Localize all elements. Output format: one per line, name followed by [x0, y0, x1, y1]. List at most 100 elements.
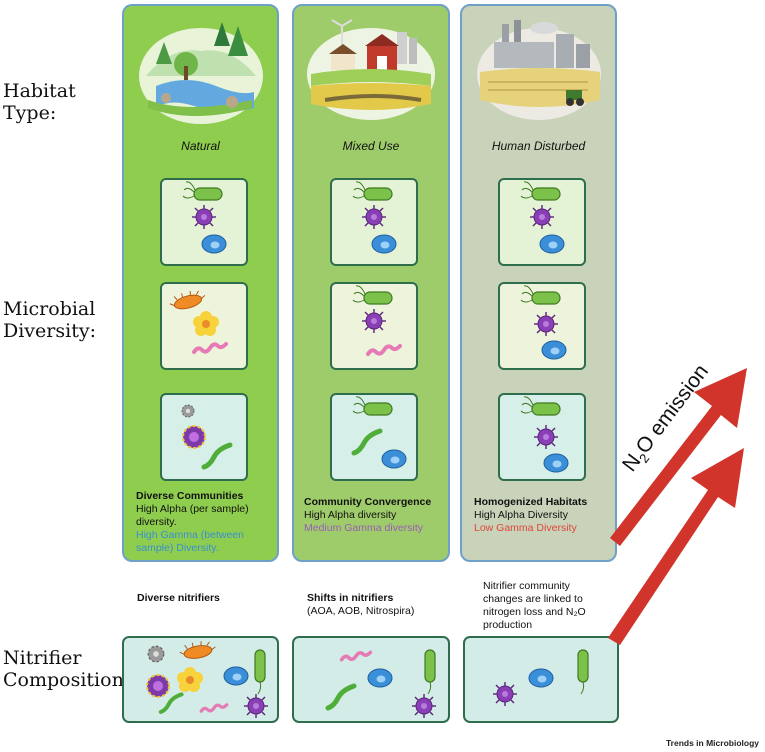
virus-icon [529, 204, 555, 230]
ringed-microbe-icon [182, 425, 206, 449]
gamma-diversity-text: Low Gamma Diversity [474, 522, 577, 534]
microbe-group [181, 404, 246, 479]
diversity-sample-3 [330, 393, 418, 481]
blue-cell-icon [539, 234, 565, 254]
green-rod-icon [424, 649, 436, 695]
diversity-description: Community Convergence High Alpha diversi… [304, 496, 450, 535]
pink-spirillum-icon [192, 342, 228, 354]
virus-icon [191, 204, 217, 230]
blue-cell-icon [541, 340, 567, 360]
yellow-microbe-icon [193, 311, 219, 336]
nitrifier-box-mixed-use [292, 636, 450, 723]
rod-bacterium-icon [352, 181, 393, 201]
microbial-diversity-line1: Microbial [3, 298, 96, 320]
nitrifier-composition-line2: Composition: [3, 669, 131, 691]
diversity-description: Diverse Communities High Alpha (per samp… [136, 490, 281, 555]
microbe-group [167, 287, 228, 354]
virus-icon [411, 693, 437, 719]
diversity-description: Homogenized Habitats High Alpha Diversit… [474, 496, 618, 535]
habitat-type-label: Habitat Type: [3, 80, 76, 124]
green-rod-icon [577, 649, 589, 695]
nitrifier-label-text: Shifts in nitrifiers [307, 592, 394, 604]
diversity-sample-2 [330, 282, 418, 370]
virus-icon [361, 204, 387, 230]
rod-bacterium-icon [520, 181, 561, 201]
lower-arrow-icon [608, 448, 744, 645]
microbial-diversity-label: Microbial Diversity: [3, 298, 96, 342]
nitrifier-label-line3: nitrogen loss and N₂O [483, 606, 586, 618]
blue-cell-icon [381, 449, 407, 469]
natural-landscape-illustration [138, 22, 263, 124]
journal-credit: Trends in Microbiology [665, 738, 759, 748]
industrial-landscape-illustration [476, 20, 601, 120]
nitrifier-label-line2: changes are linked to [483, 593, 583, 605]
nitrifier-microbes [492, 649, 589, 707]
pink-spirillum-icon [366, 344, 402, 356]
blue-cell-icon [223, 666, 249, 686]
habitat-type-line1: Habitat [3, 80, 76, 102]
rod-bacterium-icon [182, 181, 223, 201]
microbe-group [182, 181, 227, 254]
farm-landscape-illustration [307, 19, 435, 120]
diversity-sample-3 [498, 393, 586, 481]
upper-arrow-icon [610, 368, 747, 546]
green-worm-bacterium-icon [161, 694, 182, 712]
diversity-sample-2 [160, 282, 248, 370]
column-mixed-use: Mixed Use Community Convergence High Alp… [292, 4, 450, 562]
blue-cell-icon [371, 234, 397, 254]
microbial-diversity-line2: Diversity: [3, 320, 96, 342]
rod-bacterium-icon [352, 396, 393, 416]
gray-microbe-icon [147, 645, 165, 663]
nitrifier-composition-line1: Nitrifier [3, 647, 82, 669]
habitat-name: Human Disturbed [491, 139, 586, 153]
nitrifier-microbes [146, 638, 269, 719]
green-worm-bacterium-icon [354, 431, 380, 453]
nitrifier-label-natural: Diverse nitrifiers [137, 592, 220, 605]
alpha-diversity-text-cont: diversity. [136, 516, 177, 528]
habitat-type-line2: Type: [3, 102, 57, 124]
microbe-group [352, 181, 397, 254]
orange-bacterium-icon [178, 638, 218, 662]
green-worm-bacterium-icon [204, 445, 230, 467]
ringed-microbe-icon [146, 674, 170, 698]
description-title: Diverse Communities [136, 490, 244, 502]
rod-bacterium-icon [352, 285, 393, 305]
diversity-sample-2 [498, 282, 586, 370]
alpha-diversity-text: High Alpha (per sample) [136, 503, 249, 515]
nitrifier-sublabel-text: (AOA, AOB, Nitrospira) [307, 605, 415, 617]
description-title: Community Convergence [304, 496, 432, 508]
pink-spirillum-icon [339, 650, 373, 662]
microbe-group [332, 396, 407, 469]
microbe-group [520, 285, 567, 360]
microbe-group [520, 181, 565, 254]
diversity-sample-1 [498, 178, 586, 266]
nitrifier-composition-label: Nitrifier Composition: [3, 647, 130, 691]
gray-microbe-icon [181, 404, 195, 418]
habitat-name: Natural [181, 139, 220, 153]
blue-cell-icon [528, 668, 554, 688]
nitrifier-label-human-disturbed: Nitrifier community changes are linked t… [483, 580, 623, 632]
virus-icon [533, 311, 559, 337]
gamma-diversity-text: High Gamma (between [136, 529, 244, 541]
nitrifier-label-line1: Nitrifier community [483, 580, 570, 592]
virus-icon [533, 424, 559, 450]
rod-bacterium-icon [520, 396, 561, 416]
diversity-sample-3 [160, 393, 248, 481]
microbe-group [520, 396, 569, 473]
blue-cell-icon [201, 234, 227, 254]
nitrifier-box-natural [122, 636, 279, 723]
n2o-emission-arrows [608, 368, 747, 645]
virus-icon [243, 693, 269, 719]
nitrifier-label-text: Diverse nitrifiers [137, 592, 220, 604]
habitat-name: Mixed Use [342, 139, 400, 153]
virus-icon [492, 681, 518, 707]
column-human-disturbed: Human Disturbed Homogenized Habitats Hig… [460, 4, 617, 562]
nitrifier-label-mixed-use: Shifts in nitrifiers (AOA, AOB, Nitrospi… [307, 592, 414, 618]
gamma-diversity-text-cont: sample) Diversity. [136, 542, 219, 554]
rod-bacterium-icon [520, 285, 561, 305]
gamma-diversity-text: Medium Gamma diversity [304, 522, 424, 534]
nitrifier-microbes [294, 649, 437, 719]
description-title: Homogenized Habitats [474, 496, 588, 508]
microbe-group [352, 285, 402, 356]
blue-cell-icon [367, 668, 393, 688]
